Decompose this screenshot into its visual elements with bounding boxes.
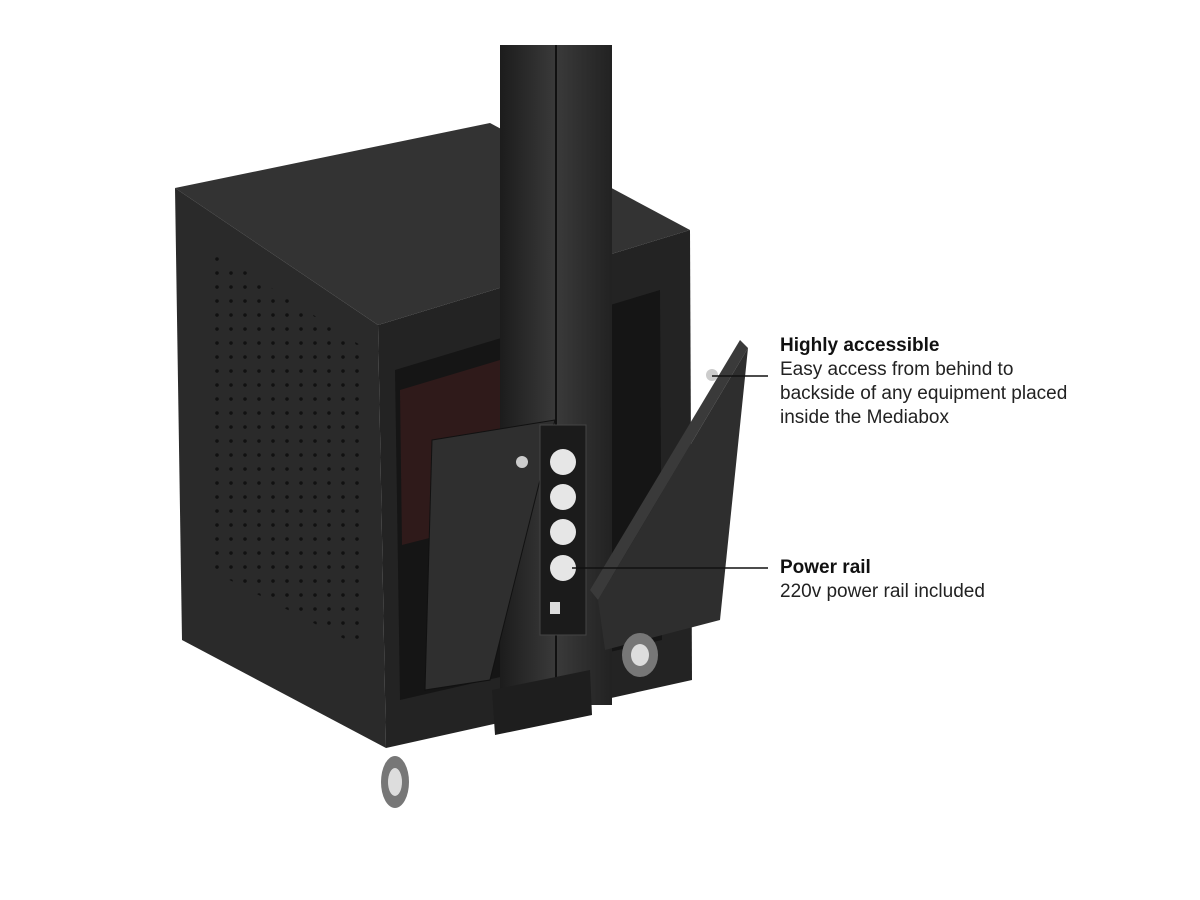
power-socket — [550, 519, 576, 545]
callout-power-rail: Power rail 220v power rail included — [780, 556, 1080, 604]
door-handle-icon — [516, 369, 718, 468]
power-socket — [550, 449, 576, 475]
right-door-panel — [598, 348, 748, 650]
callout-title: Highly accessible — [780, 335, 940, 356]
callout-title: Power rail — [780, 557, 871, 578]
callout-text: Easy access from behind to backside of a… — [780, 359, 1068, 428]
caster-wheel-right — [622, 633, 658, 677]
power-socket — [550, 555, 576, 581]
ventilation-perforations — [205, 245, 366, 650]
column-base — [492, 670, 592, 735]
power-socket — [550, 484, 576, 510]
left-door-open — [424, 419, 556, 691]
callout-highly-accessible: Highly accessible Easy access from behin… — [780, 334, 1080, 430]
right-door-open — [590, 340, 748, 600]
power-rail — [539, 424, 587, 636]
power-switch — [550, 602, 560, 614]
caster-wheel-front — [381, 756, 409, 808]
callout-text: 220v power rail included — [780, 581, 985, 602]
